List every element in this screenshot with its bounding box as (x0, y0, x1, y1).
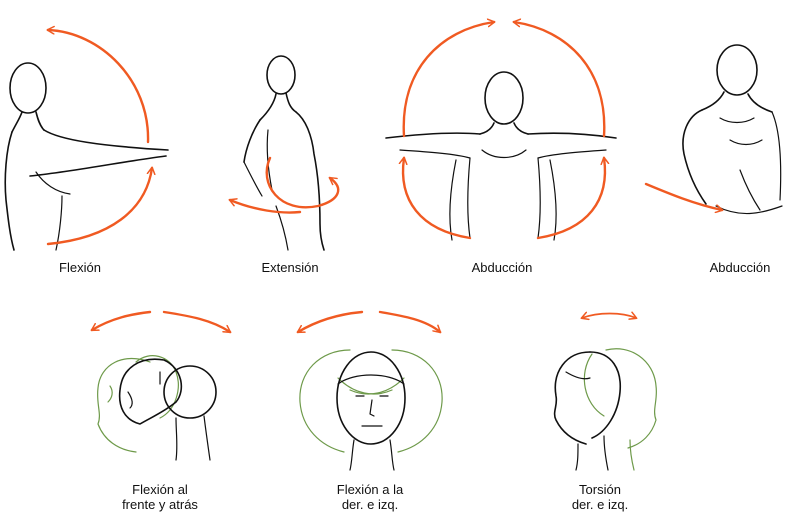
neck-torsion-ghost-head (584, 349, 656, 470)
neck-flexion-heads (120, 359, 216, 460)
figure-abduccion-side (646, 45, 782, 214)
figure-abduccion-front (386, 22, 616, 240)
label-neck-lateral-line2: der. e izq. (310, 497, 430, 512)
neck-lateral-ghost-heads (300, 350, 442, 452)
label-neck-lateral: Flexión a la der. e izq. (310, 482, 430, 512)
label-neck-torsion-line2: der. e izq. (550, 497, 650, 512)
label-neck-flexion-line1: Flexión al (100, 482, 220, 497)
figure-flexion-body (5, 63, 168, 250)
figure-abduccion-side-body (683, 45, 782, 214)
neck-torsion-arrow (582, 314, 636, 319)
neck-torsion-head (555, 352, 621, 470)
label-neck-flexion: Flexión al frente y atrás (100, 482, 220, 512)
label-extension: Extensión (240, 260, 340, 275)
label-flexion: Flexión (40, 260, 120, 275)
neck-lateral-head (337, 352, 405, 470)
figure-neck-torsion (555, 314, 657, 471)
figure-neck-flexion (92, 312, 230, 460)
neck-flexion-arrows (92, 312, 230, 332)
abduccion-front-arrows (403, 22, 605, 238)
label-neck-flexion-line2: frente y atrás (100, 497, 220, 512)
neck-lateral-arrows (298, 312, 440, 332)
figure-neck-lateral (298, 312, 442, 470)
label-neck-torsion-line1: Torsión (550, 482, 650, 497)
figure-extension (230, 56, 338, 250)
figure-extension-body (244, 56, 324, 250)
label-abduccion-side: Abducción (694, 260, 786, 275)
label-neck-torsion: Torsión der. e izq. (550, 482, 650, 512)
figure-flexion (5, 30, 168, 250)
label-abduccion-front: Abducción (452, 260, 552, 275)
abduccion-side-arrow (646, 184, 722, 210)
label-neck-lateral-line1: Flexión a la (310, 482, 430, 497)
